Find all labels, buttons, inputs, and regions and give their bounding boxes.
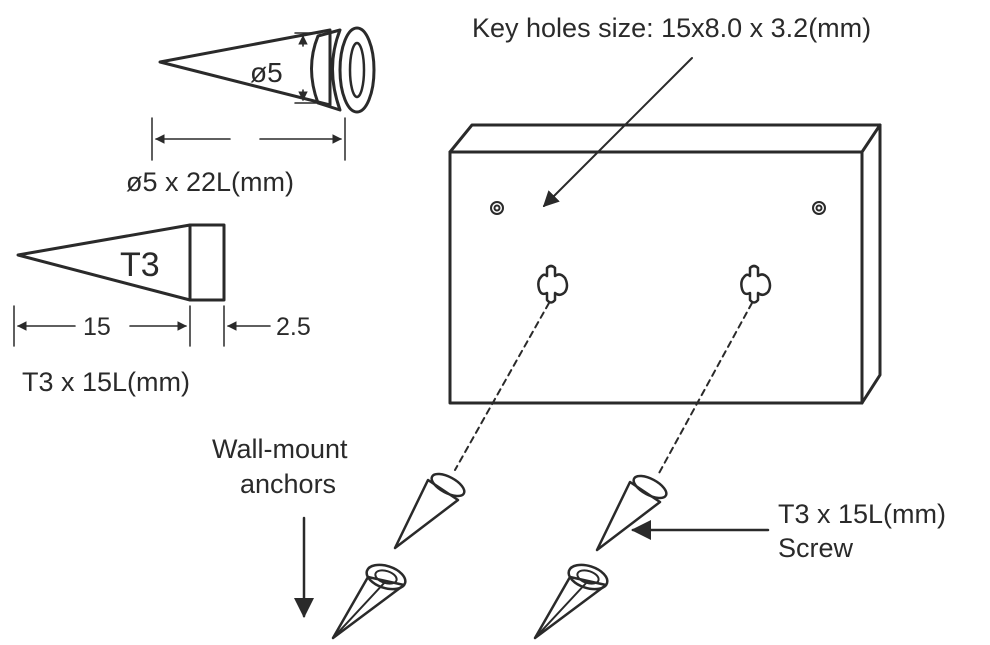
screw-right	[595, 474, 668, 552]
anchor-rim	[338, 26, 376, 114]
screw-hole-right-inner	[815, 204, 823, 212]
screw-callout-label-1: T3 x 15L(mm)	[778, 499, 946, 529]
key-holes-arrow	[542, 57, 693, 208]
screw-head-mark: T3	[120, 246, 160, 284]
keyhole-right	[740, 264, 772, 304]
screw-detail: T3 15 2.5 T3 x 15L(mm)	[13, 223, 311, 397]
screw-length-label: 15	[83, 313, 111, 341]
screw-head	[188, 223, 226, 302]
box-depth	[448, 123, 882, 405]
box-front	[448, 150, 864, 405]
anchor-right	[533, 563, 609, 640]
guide-line-left	[454, 302, 550, 471]
screw-shank	[16, 223, 192, 302]
guide-line-right	[657, 302, 753, 476]
screw-hole-left-outer	[490, 201, 504, 215]
screw-callout-label-2: Screw	[778, 533, 854, 563]
key-holes-label: Key holes size: 15x8.0 x 3.2(mm)	[472, 13, 871, 43]
screw-hole-right-outer	[812, 201, 826, 215]
device-box	[448, 123, 882, 405]
anchor-body	[158, 28, 332, 107]
box-edge	[860, 123, 882, 154]
screw-head-length-label: 2.5	[276, 313, 311, 341]
screw-hole-left-inner	[493, 204, 501, 212]
anchor-bore	[348, 41, 366, 99]
wall-anchors-label-2: anchors	[240, 469, 336, 499]
anchor-spec-label: ø5 x 22L(mm)	[126, 167, 294, 197]
anchor-left	[331, 563, 407, 640]
keyhole-left	[537, 264, 569, 304]
anchor-collar	[310, 28, 342, 112]
anchor-diameter-label: ø5	[250, 57, 283, 88]
anchor-detail: ø5 ø5 x 22L(mm)	[126, 26, 376, 197]
screw-spec-label: T3 x 15L(mm)	[22, 367, 190, 397]
wall-anchors-label-1: Wall-mount	[212, 434, 348, 464]
screw-left	[393, 472, 466, 550]
